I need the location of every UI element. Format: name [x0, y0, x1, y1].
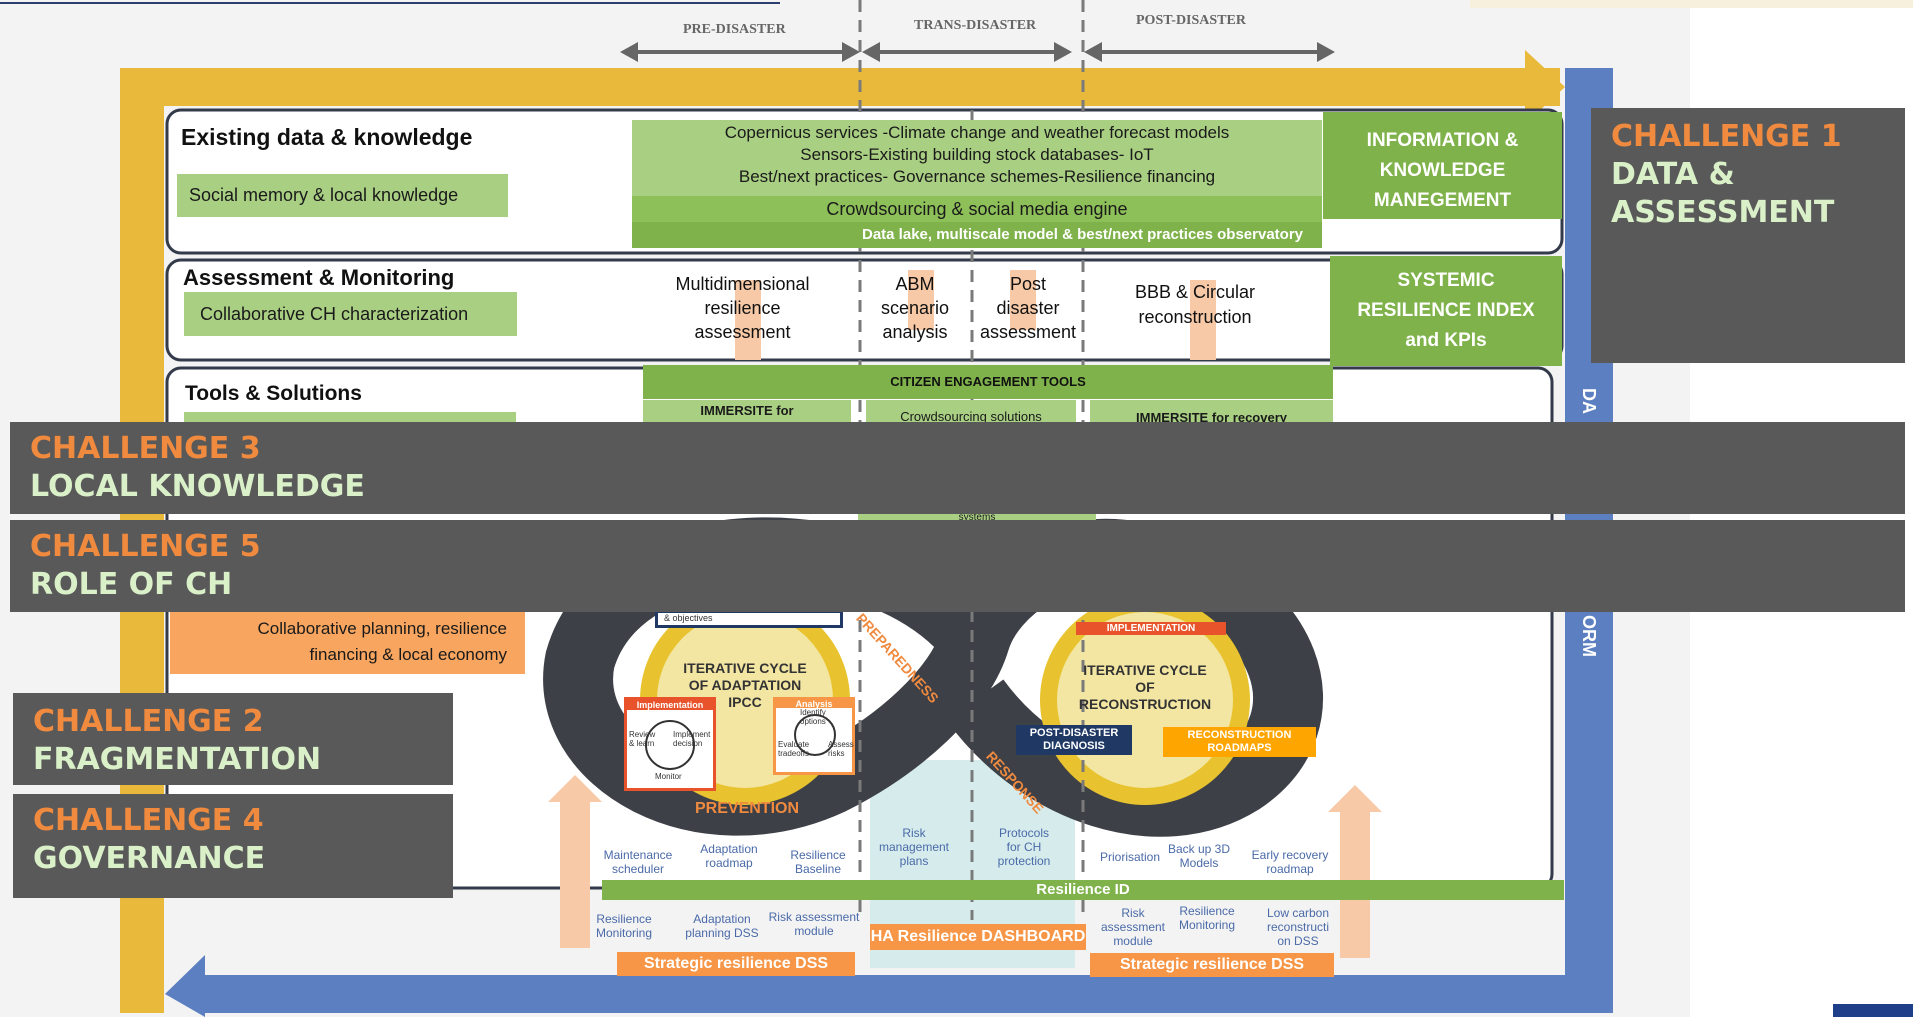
platform-label-top: DA — [1579, 388, 1599, 414]
maintenance-scheduler: Maintenance scheduler — [603, 848, 673, 876]
challenge-4-overlay: CHALLENGE 4 GOVERNANCE — [13, 794, 453, 898]
evaluate-tradeoffs-label: Evaluate tradeoffs — [778, 740, 810, 758]
challenge-1-subtitle-2: ASSESSMENT — [1611, 195, 1835, 230]
phase-trans-disaster: TRANS-DISASTER — [914, 18, 1037, 33]
phase-post-disaster: POST-DISASTER — [1136, 13, 1246, 28]
citizen-engagement-tools: CITIZEN ENGAGEMENT TOOLS — [643, 365, 1333, 399]
collaborative-planning-label: Collaborative planning, resilience finan… — [170, 612, 525, 674]
reconstruction-roadmaps: RECONSTRUCTION ROADMAPS — [1163, 727, 1316, 757]
strategic-resilience-dss-left: Strategic resilience DSS — [617, 952, 855, 976]
identify-options-label: Identify options — [800, 708, 826, 726]
platform-label-bottom: ORM — [1579, 615, 1599, 657]
analysis-cycle-icon — [794, 714, 836, 756]
abm-scenario-analysis: ABM scenario analysis — [880, 274, 950, 342]
assessment-monitoring-title: Assessment & Monitoring — [183, 265, 455, 290]
bbb-circular-reconstruction: BBB & Circular reconstruction — [1134, 282, 1256, 327]
ch-characterization-label: Collaborative CH characterization — [184, 292, 517, 336]
challenge-3-overlay: CHALLENGE 3 LOCAL KNOWLEDGE — [10, 422, 1905, 514]
information-knowledge-management: INFORMATION & KNOWLEDGE MANEGEMENT — [1323, 112, 1562, 219]
resilience-monitoring: Resilience Monitoring — [595, 912, 653, 940]
existing-data-title: Existing data & knowledge — [181, 124, 473, 150]
implementation-cycle-icon — [645, 720, 695, 770]
tools-left-label — [184, 412, 516, 424]
resilience-baseline: Resilience Baseline — [790, 848, 846, 876]
tools-solutions-title: Tools & Solutions — [185, 382, 362, 405]
implementation-card: Implementation Review & learn Implement … — [624, 697, 716, 791]
systems-label: systems — [858, 512, 1096, 520]
challenge-2-overlay: CHALLENGE 2 FRAGMENTATION — [13, 693, 453, 785]
resilience-monitoring-post: Resilience Monitoring — [1178, 904, 1236, 932]
monitor-label: Monitor — [655, 772, 682, 781]
reconstruction-cycle-label: ITERATIVE CYCLE OF RECONSTRUCTION — [1078, 662, 1212, 712]
protocols-ch-protection: Protocols for CH protection — [997, 826, 1051, 868]
challenge-5-title: CHALLENGE 5 — [30, 529, 261, 564]
challenge-5-subtitle: ROLE OF CH — [30, 567, 233, 602]
post-disaster-diagnosis: POST-DISASTER DIAGNOSIS — [1016, 725, 1132, 755]
data-sources-line: Copernicus services -Climate change and … — [724, 123, 1230, 142]
resilience-id-bar: Resilience ID — [602, 880, 1564, 900]
backup-3d-models: Back up 3D Models — [1167, 842, 1231, 870]
challenge-1-subtitle: DATA & — [1611, 157, 1735, 192]
analysis-header: Analysis — [776, 700, 852, 708]
challenge-1-title: CHALLENGE 1 — [1611, 119, 1842, 154]
implement-decision-label: Implement decision — [673, 730, 711, 748]
challenge-3-title: CHALLENGE 3 — [30, 431, 261, 466]
challenge-4-subtitle: GOVERNANCE — [33, 841, 266, 876]
phase-pre-disaster: PRE-DISASTER — [683, 22, 786, 37]
crowdsourcing-engine: Crowdsourcing & social media engine — [632, 196, 1322, 222]
adaptation-planning-dss: Adaptation planning DSS — [685, 912, 759, 940]
post-disaster-assessment: Post disaster assessment — [979, 274, 1077, 342]
review-learn-label: Review & learn — [629, 730, 656, 748]
top-right-strip — [1470, 0, 1913, 8]
data-lake-label: Data lake, multiscale model & best/next … — [632, 222, 1322, 248]
immersite-recovery: IMMERSITE for recovery — [1090, 400, 1333, 425]
ha-resilience-dashboard: HA Resilience DASHBOARD — [870, 924, 1086, 950]
corner-block — [1833, 1004, 1913, 1017]
data-sources-block: Copernicus services -Climate change and … — [632, 120, 1322, 196]
crowdsourcing-solutions: Crowdsourcing solutions — [866, 400, 1076, 424]
adaptation-roadmap: Adaptation roadmap — [700, 842, 758, 870]
early-recovery-roadmap: Early recovery roadmap — [1251, 848, 1329, 876]
assess-risks-label: Assess risks — [828, 740, 854, 758]
challenge-2-subtitle: FRAGMENTATION — [33, 742, 322, 777]
implementation-header: Implementation — [627, 700, 713, 710]
implementation-banner: IMPLEMENTATION — [1076, 622, 1226, 635]
social-memory-label: Social memory & local knowledge — [177, 174, 508, 217]
data-sources-line: Best/next practices- Governance schemes-… — [738, 167, 1216, 186]
objectives-card: & objectives — [655, 610, 843, 628]
strategic-resilience-dss-right: Strategic resilience DSS — [1090, 953, 1334, 977]
risk-assessment-module-post: Risk assessment module — [1100, 906, 1166, 948]
challenge-1-overlay: CHALLENGE 1 DATA & ASSESSMENT — [1591, 108, 1905, 363]
systemic-resilience-index: SYSTEMIC RESILIENCE INDEX and KPIs — [1330, 256, 1562, 366]
risk-assessment-module: Risk assessment module — [768, 910, 860, 938]
low-carbon-dss: Low carbon reconstructi on DSS — [1266, 906, 1330, 948]
challenge-4-title: CHALLENGE 4 — [33, 803, 264, 838]
challenge-2-title: CHALLENGE 2 — [33, 704, 264, 739]
adaptation-cycle-label: ITERATIVE CYCLE OF ADAPTATION IPCC — [683, 660, 807, 710]
priorisation: Priorisation — [1099, 850, 1161, 864]
challenge-3-subtitle: LOCAL KNOWLEDGE — [30, 469, 365, 504]
immersite-pre: IMMERSITE for — [643, 400, 851, 424]
risk-management-plans: Risk management plans — [878, 826, 950, 868]
multidimensional-assessment: Multidimensional resilience assessment — [675, 274, 810, 342]
analysis-card: Analysis Identify options Evaluate trade… — [773, 697, 855, 775]
challenge-5-overlay: CHALLENGE 5 ROLE OF CH — [10, 520, 1905, 612]
data-sources-line: Sensors-Existing building stock database… — [800, 145, 1154, 164]
prevention-label: PREVENTION — [695, 800, 800, 817]
